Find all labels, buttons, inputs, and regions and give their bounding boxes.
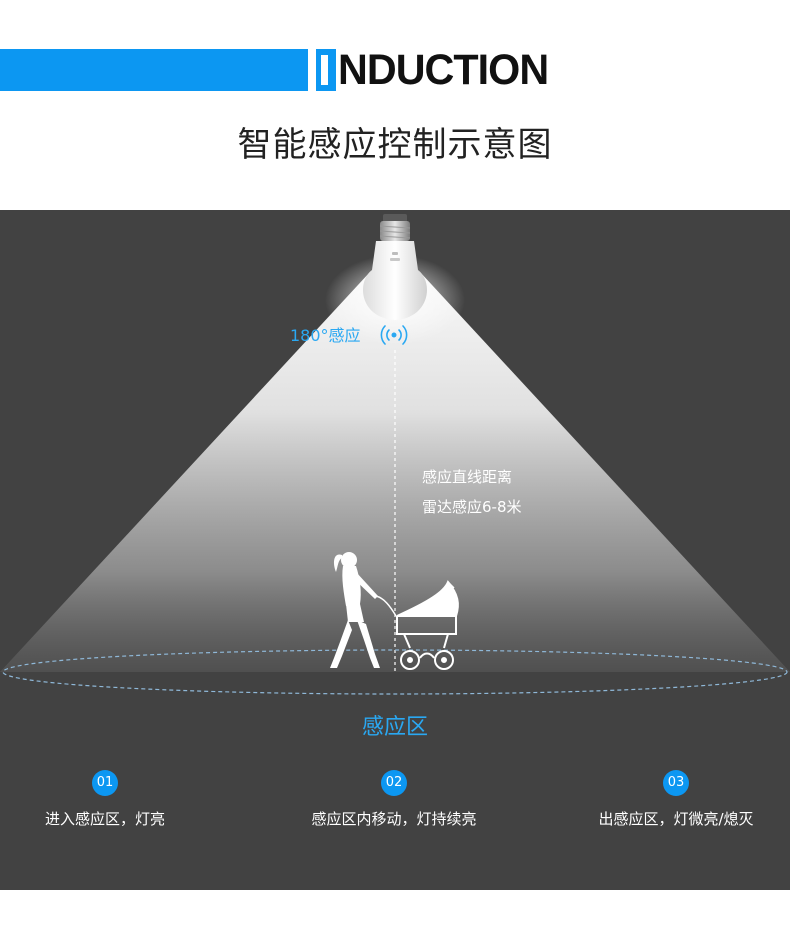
step-description: 进入感应区，灯亮	[44, 810, 165, 828]
step-description: 感应区内移动，灯持续亮	[311, 810, 477, 828]
distance-label-line2: 雷达感应6-8米	[422, 498, 522, 516]
accent-bar	[0, 49, 308, 91]
step-number-badge: 01	[92, 770, 118, 796]
radar-signal-icon	[380, 325, 408, 345]
woman-walking-icon	[330, 552, 380, 668]
sensor-angle-label: 180°感应	[290, 326, 361, 345]
footer-space	[0, 890, 790, 928]
stroller-handle	[375, 595, 397, 617]
accent-bar-gap	[308, 49, 316, 91]
diagram-graphics	[0, 214, 790, 695]
step-enter: 01 进入感应区，灯亮	[0, 770, 235, 829]
step-description: 出感应区，灯微亮/熄灭	[598, 810, 754, 828]
step-exit: 03 出感应区，灯微亮/熄灭	[546, 770, 790, 829]
baby-stroller-icon	[396, 580, 459, 670]
sensing-zone-ellipse	[2, 649, 788, 695]
induction-diagram: 180°感应 感应直线距离 雷达感应6-8米 感应区 01 进入感应区，灯亮 0…	[0, 210, 790, 890]
brand-letter-i-stroke	[321, 55, 328, 85]
step-number-badge: 03	[663, 770, 689, 796]
sensing-zone-label: 感应区	[361, 715, 428, 740]
step-move: 02 感应区内移动，灯持续亮	[264, 770, 524, 829]
page-title: 智能感应控制示意图	[237, 125, 553, 165]
header: NDUCTION 智能感应控制示意图	[0, 0, 790, 210]
brand-word: NDUCTION	[338, 46, 549, 94]
step-number-badge: 02	[381, 770, 407, 796]
distance-label-line1: 感应直线距离	[422, 468, 513, 486]
light-bulb-icon	[363, 214, 427, 320]
